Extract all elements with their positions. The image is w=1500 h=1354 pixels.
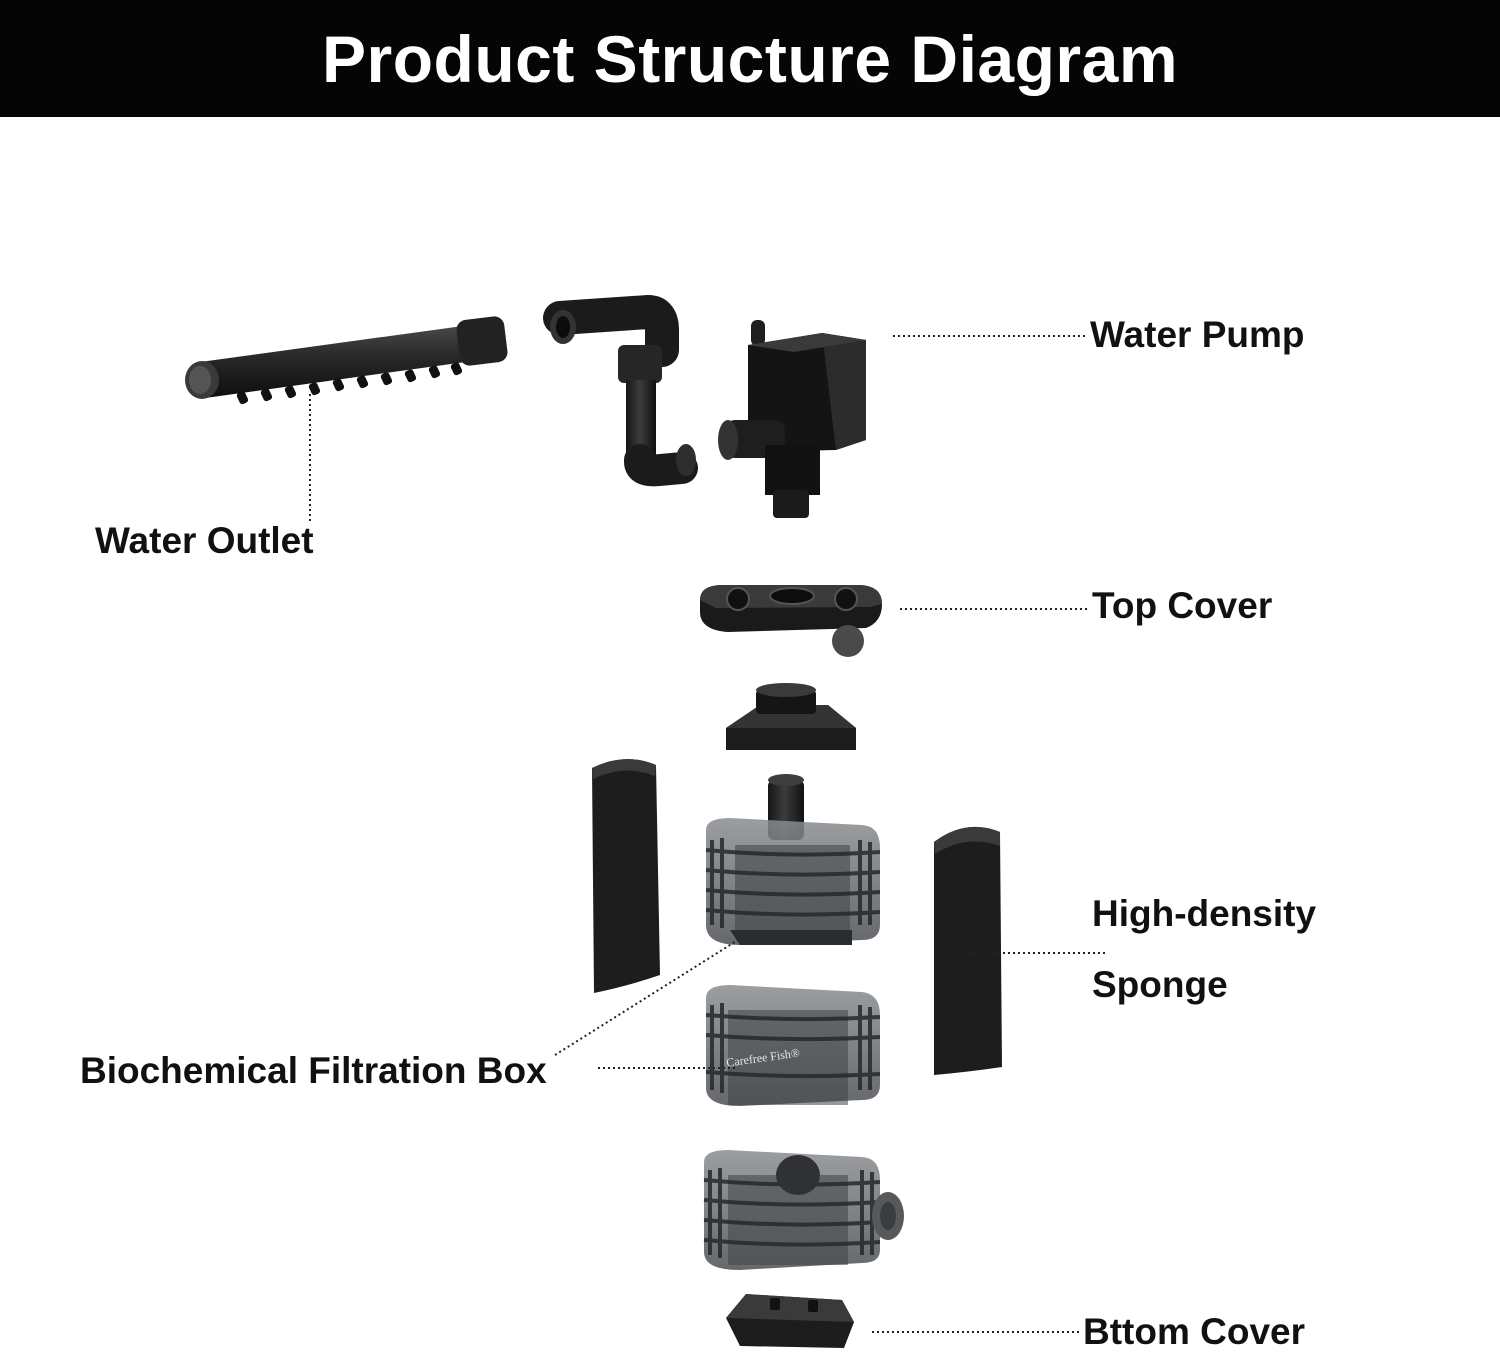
lower-filtration-box-part: Carefree Fish® xyxy=(705,985,881,1106)
upper-filtration-box-part xyxy=(705,774,881,945)
leader-lines xyxy=(309,335,1105,1333)
label-top-cover: Top Cover xyxy=(1092,585,1273,626)
bottom-filtration-box-part xyxy=(703,1150,904,1270)
label-water-pump: Water Pump xyxy=(1090,314,1305,355)
right-sponge-part xyxy=(934,826,1002,1075)
left-sponge-part xyxy=(592,759,660,993)
leader-filtration-upper xyxy=(554,939,739,1056)
label-water-outlet: Water Outlet xyxy=(95,520,314,561)
water-outlet-part xyxy=(185,316,508,405)
page-title: Product Structure Diagram xyxy=(322,21,1178,96)
bottom-cover-part xyxy=(726,1294,854,1348)
label-sponge-line1: High-density xyxy=(1092,893,1317,934)
label-filtration-box: Biochemical Filtration Box xyxy=(80,1050,547,1091)
connector-pipe-part xyxy=(543,294,698,487)
top-cover-part xyxy=(700,585,882,657)
inlet-adapter-part xyxy=(726,683,856,750)
label-sponge-line2: Sponge xyxy=(1092,964,1228,1005)
label-bottom-cover: Bttom Cover xyxy=(1083,1311,1306,1352)
water-pump-part xyxy=(718,320,866,518)
header-bar: Product Structure Diagram xyxy=(0,0,1500,117)
